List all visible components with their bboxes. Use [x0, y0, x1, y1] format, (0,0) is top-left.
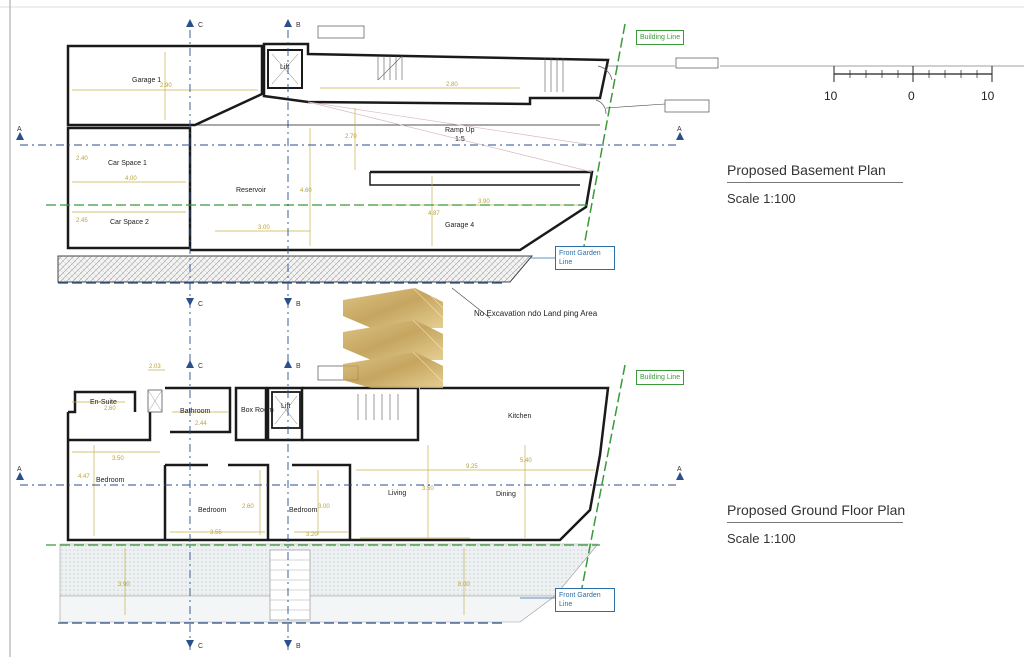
section-lines-vertical — [189, 30, 289, 650]
room-car-space-1: Car Space 1 — [108, 160, 147, 167]
room-bathroom: Bathroom — [180, 408, 211, 415]
scale-bar-right: 10 — [981, 89, 995, 103]
room-dining: Dining — [496, 491, 516, 498]
room-kitchen: Kitchen — [508, 413, 531, 420]
dim-label: 9.25 — [466, 464, 478, 470]
room-ramp-ratio: 1:5 — [455, 136, 465, 143]
svg-text:A: A — [17, 126, 22, 133]
basement-plan: 2.90 2.40 4.00 2.45 2.70 4.60 3.00 2.80 … — [20, 23, 1024, 319]
dim-label: 4.60 — [300, 188, 312, 194]
scale-bar-mid: 0 — [908, 89, 915, 103]
ground-dimensions: 2.03 2.60 2.44 3.50 4.47 2.60 3.55 3.00 … — [78, 364, 532, 588]
svg-text:C: C — [198, 363, 203, 370]
basement-dimensions: 2.90 2.40 4.00 2.45 2.70 4.60 3.00 2.80 … — [76, 82, 490, 231]
dim-label: 3.90 — [118, 582, 130, 588]
dim-label: 8.00 — [458, 582, 470, 588]
dim-label: 3.90 — [478, 199, 490, 205]
dim-label: 4.47 — [78, 474, 90, 480]
dim-label: 2.80 — [446, 82, 458, 88]
room-car-space-2: Car Space 2 — [110, 219, 149, 226]
room-bedroom-1: Bedroom — [96, 477, 125, 484]
dim-label: 2.40 — [76, 156, 88, 162]
dim-label: 2.60 — [242, 504, 254, 510]
scale-bar: 10 0 10 — [824, 66, 995, 103]
scale-bar-left: 10 — [824, 89, 838, 103]
ground-plan-scale: Scale 1:100 — [727, 531, 796, 546]
room-garage-4: Garage 4 — [445, 222, 474, 229]
dim-label: 5.40 — [520, 458, 532, 464]
dim-label: 2.90 — [160, 83, 172, 89]
dim-label: 3.50 — [422, 486, 434, 492]
svg-text:A: A — [677, 466, 682, 473]
svg-text:A: A — [677, 126, 682, 133]
svg-text:B: B — [296, 363, 301, 370]
dim-label: 3.55 — [210, 530, 222, 536]
ground-floor-plan: 2.03 2.60 2.44 3.50 4.47 2.60 3.55 3.00 … — [20, 364, 680, 624]
ground-title-block: Proposed Ground Floor Plan Scale 1:100 — [727, 502, 905, 546]
dim-label: 3.00 — [318, 504, 330, 510]
watermark-logo — [343, 288, 443, 388]
basement-plan-scale: Scale 1:100 — [727, 191, 796, 206]
dim-label: 2.60 — [104, 406, 116, 412]
svg-text:C: C — [198, 301, 203, 308]
dim-label: 4.87 — [428, 211, 440, 217]
dim-label: 2.03 — [149, 364, 161, 370]
room-en-suite: En-Suite — [90, 399, 117, 406]
dim-label: 3.50 — [112, 456, 124, 462]
basement-plan-title: Proposed Basement Plan — [727, 162, 886, 178]
front-garden-line-callout-basement: Front Garden Line — [555, 246, 615, 270]
svg-text:B: B — [296, 643, 301, 650]
room-living: Living — [388, 490, 406, 497]
svg-text:A: A — [17, 466, 22, 473]
dim-label: 2.70 — [345, 134, 357, 140]
room-lift: Lift — [281, 403, 290, 410]
svg-text:C: C — [198, 22, 203, 29]
room-ramp-up: Ramp Up — [445, 127, 475, 134]
room-bedroom-3: Bedroom — [289, 507, 318, 514]
no-excavation-note: No Excavation ndo Land ping Area — [474, 309, 598, 318]
svg-text:C: C — [198, 643, 203, 650]
dim-label: 3.20 — [306, 532, 318, 538]
room-bedroom-2: Bedroom — [198, 507, 227, 514]
room-box-room: Box Room — [241, 407, 274, 414]
section-markers: C B C B C B C B A A A A — [16, 19, 684, 650]
svg-text:B: B — [296, 22, 301, 29]
building-line-callout-ground: Building Line — [636, 370, 685, 385]
room-garage-1: Garage 1 — [132, 77, 161, 84]
room-lift: Lift — [280, 64, 289, 71]
dim-label: 2.44 — [195, 421, 207, 427]
room-reservoir: Reservoir — [236, 187, 267, 194]
building-line-callout-basement: Building Line — [636, 30, 685, 45]
dim-label: 4.00 — [125, 176, 137, 182]
ground-plan-title: Proposed Ground Floor Plan — [727, 502, 906, 518]
front-garden-line-callout-ground: Front Garden Line — [555, 588, 615, 612]
svg-text:B: B — [296, 301, 301, 308]
dim-label: 2.45 — [76, 218, 88, 224]
dim-label: 3.00 — [258, 225, 270, 231]
basement-title-block: Proposed Basement Plan Scale 1:100 — [727, 162, 903, 206]
